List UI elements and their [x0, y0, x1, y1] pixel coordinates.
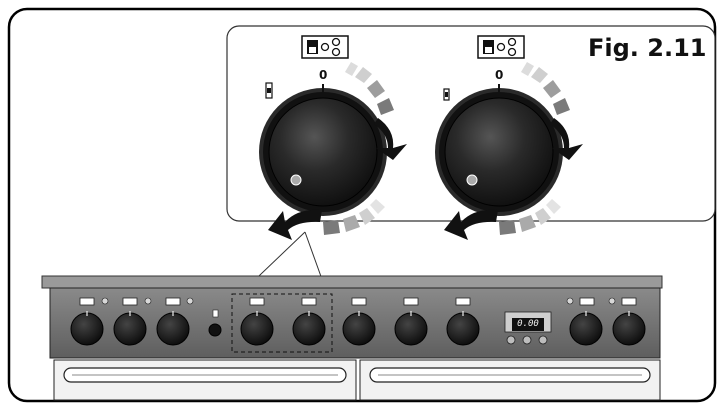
power-level-segments-lower-left	[323, 199, 385, 235]
oven-light-icon	[208, 309, 222, 337]
panel-symbols	[79, 297, 637, 306]
dual-zone-symbol	[265, 82, 273, 99]
figure-label: Fig. 2.11	[588, 34, 707, 62]
control-knob[interactable]	[342, 311, 376, 346]
single-zone-symbol	[443, 88, 450, 101]
control-knob[interactable]	[70, 311, 104, 346]
cooktop-edge	[41, 275, 663, 289]
control-knob[interactable]	[612, 311, 646, 346]
right-hob-dial[interactable]	[444, 97, 554, 207]
control-knob[interactable]	[569, 311, 603, 346]
control-knob[interactable]	[113, 311, 147, 346]
panel-indicator-lights	[101, 297, 616, 305]
left-dial-zero-label: 0	[319, 68, 328, 82]
right-oven-door	[359, 359, 661, 401]
left-dial-indicator	[290, 174, 302, 186]
right-dial-indicator	[466, 174, 478, 186]
left-oven-door	[53, 359, 357, 401]
rotation-arrow-icon	[374, 118, 407, 160]
control-knob[interactable]	[156, 311, 190, 346]
control-knob-dual-zone[interactable]	[240, 311, 274, 346]
timer-buttons[interactable]	[506, 335, 548, 345]
rotation-arrow-icon	[444, 209, 498, 240]
hob-zone-selector-icon	[301, 35, 349, 59]
power-level-segments-lower-right	[499, 199, 561, 235]
rotation-arrow-icon	[268, 209, 322, 240]
control-knob[interactable]	[446, 311, 480, 346]
control-knob-single-zone[interactable]	[292, 311, 326, 346]
power-level-segments-upper-right	[521, 62, 570, 115]
timer-display: 0.00	[512, 318, 544, 331]
left-hob-dial[interactable]	[268, 97, 378, 207]
power-level-segments-upper-left	[345, 62, 394, 115]
highlight-region	[231, 293, 333, 353]
hob-zone-selector-icon	[477, 35, 525, 59]
rotation-arrow-icon	[550, 118, 583, 160]
control-knob[interactable]	[394, 311, 428, 346]
right-dial-zero-label: 0	[495, 68, 504, 82]
